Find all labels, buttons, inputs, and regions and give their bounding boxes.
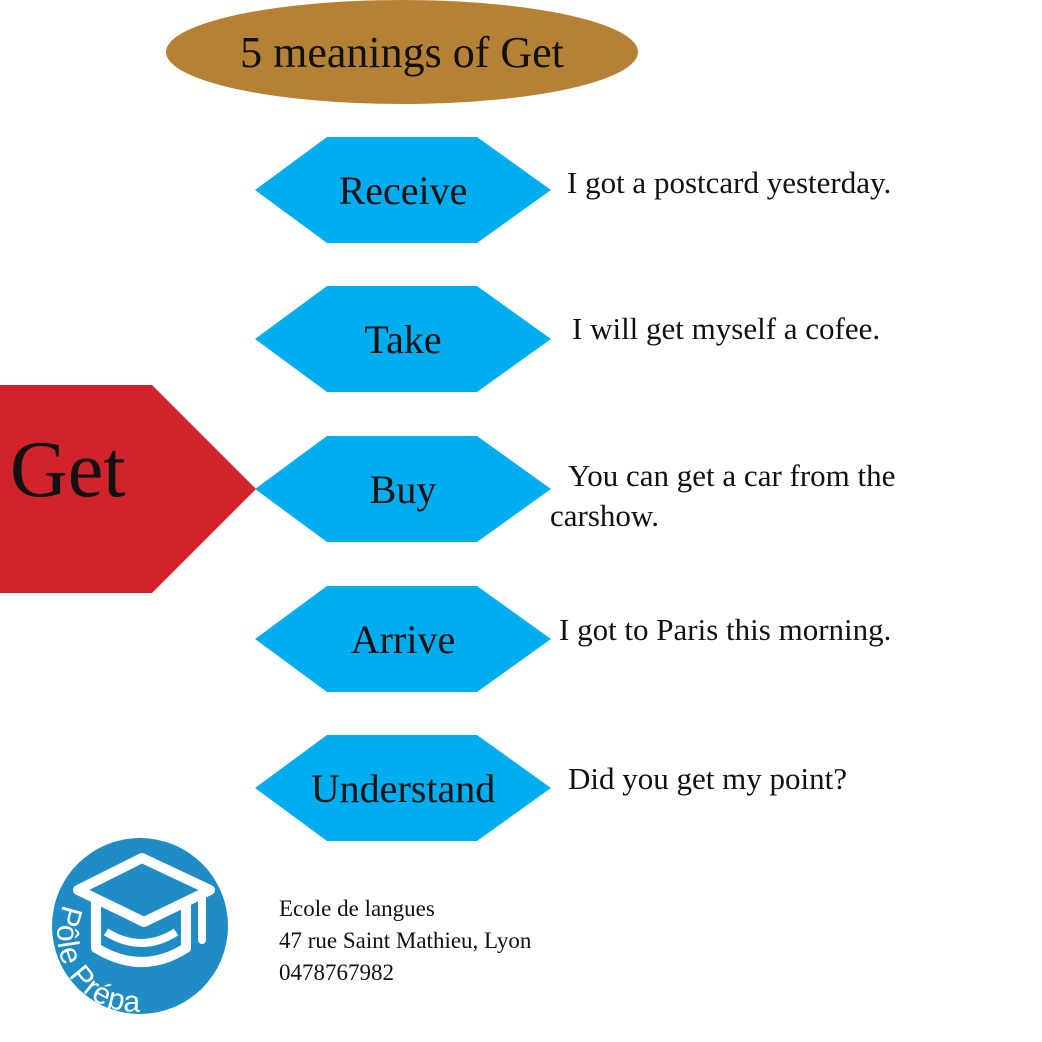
graduation-cap-icon: Pôle Prépa — [50, 838, 228, 1019]
meaning-label: Arrive — [350, 616, 456, 662]
example-buy: You can get a car from the carshow. — [550, 458, 896, 534]
title-banner: 5 meanings of Get — [166, 0, 638, 104]
example-arrive: I got to Paris this morning. — [559, 612, 892, 647]
phone-number: 0478767982 — [279, 960, 394, 985]
example-take: I will get myself a cofee. — [572, 311, 881, 346]
center-word: Get — [10, 426, 126, 514]
meaning-understand: Understand — [255, 735, 551, 841]
school-name: Ecole de langues — [279, 896, 435, 921]
school-address: Ecole de langues 47 rue Saint Mathieu, L… — [279, 893, 531, 989]
meaning-label: Buy — [369, 466, 437, 512]
example-receive: I got a postcard yesterday. — [567, 165, 892, 200]
meaning-label: Understand — [310, 765, 496, 811]
meaning-take: Take — [255, 286, 551, 392]
meaning-label: Take — [364, 316, 442, 362]
meaning-label: Receive — [338, 167, 468, 213]
meaning-arrive: Arrive — [255, 586, 551, 692]
meaning-receive: Receive — [255, 137, 551, 243]
meaning-buy: Buy — [255, 436, 551, 542]
street-address: 47 rue Saint Mathieu, Lyon — [279, 928, 532, 953]
pole-prepa-logo: Pôle Prépa — [50, 836, 230, 1021]
example-understand: Did you get my point? — [568, 761, 847, 796]
diagram-title: 5 meanings of Get — [240, 27, 564, 77]
